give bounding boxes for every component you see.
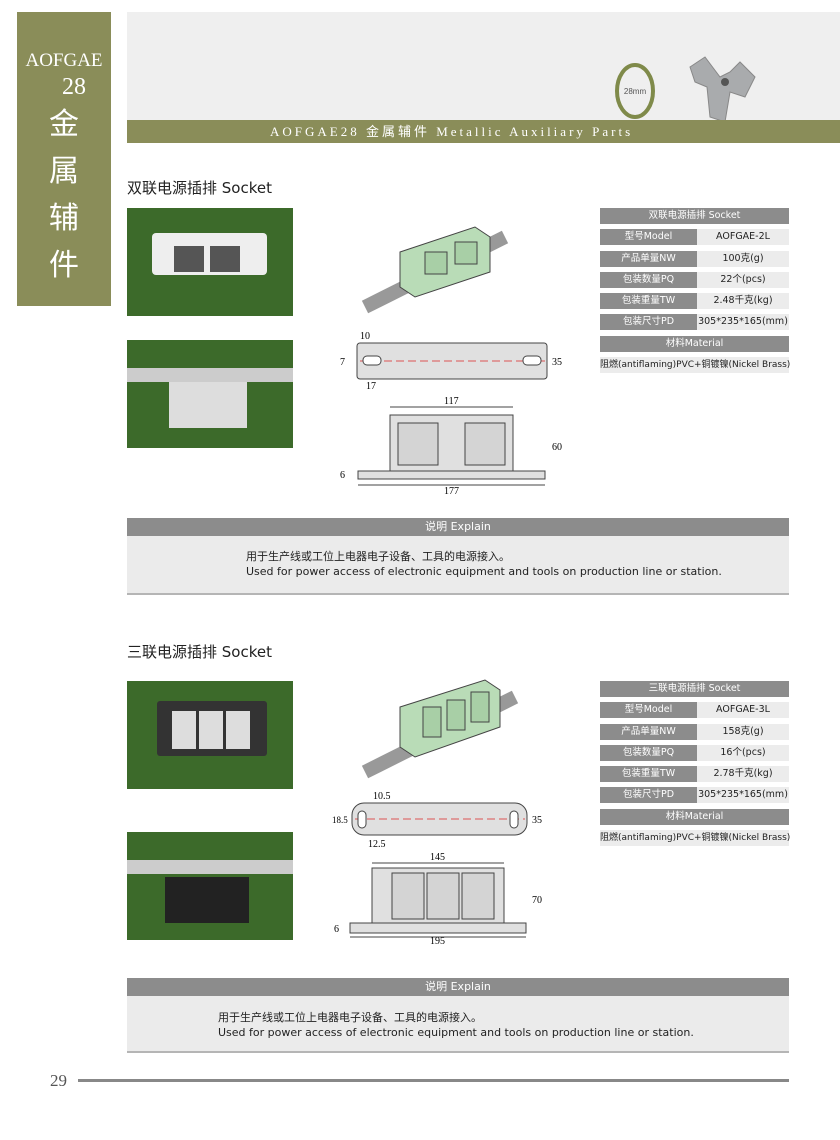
sidebar-brand: AOFGAE xyxy=(25,50,103,71)
section-title: 三联电源插排 Socket xyxy=(127,643,272,661)
spec-value: 2.78千克(kg) xyxy=(697,766,789,783)
explain-en: Used for power access of electronic equi… xyxy=(246,565,722,578)
sidebar-char: 属 xyxy=(49,155,79,188)
explain-header: 说明 Explain xyxy=(127,518,789,536)
sidebar-number: 28 xyxy=(62,74,86,100)
spec-key: 包装重量TW xyxy=(600,293,697,310)
spec-key: 包装数量PQ xyxy=(600,271,697,288)
product-photo-mounted xyxy=(127,340,293,448)
explain-body: 用于生产线或工位上电器电子设备、工具的电源接入。 Used for power … xyxy=(127,536,789,595)
dim-label: 35 xyxy=(552,357,562,368)
material-value: 阻燃(antiflaming)PVC+铜镀镍(Nickel Brass) xyxy=(600,357,790,374)
dim-label: 10.5 xyxy=(373,791,391,802)
section-title: 双联电源插排 Socket xyxy=(127,179,272,197)
header-banner: 28mm xyxy=(127,12,840,123)
spec-value: 2.48千克(kg) xyxy=(697,293,789,310)
dim-label: 35 xyxy=(532,815,542,826)
spec-key: 型号Model xyxy=(600,702,697,719)
spec-value: 305*235*165(mm) xyxy=(697,787,789,804)
explain-header: 说明 Explain xyxy=(127,978,789,996)
explain-body: 用于生产线或工位上电器电子设备、工具的电源接入。 Used for power … xyxy=(127,996,789,1053)
dim-label: 60 xyxy=(552,442,562,453)
material-header: 材料Material xyxy=(600,335,789,352)
dim-label: 10 xyxy=(360,331,370,342)
dim-label: 195 xyxy=(430,936,445,945)
dim-label: 70 xyxy=(532,895,542,906)
dim-label: 177 xyxy=(444,486,459,495)
dim-label: 145 xyxy=(430,852,445,863)
sidebar-char: 辅 xyxy=(49,202,79,235)
spec-key: 产品单量NW xyxy=(600,723,697,740)
dimension-drawing: 10.5 18.5 12.5 35 145 70 6 195 xyxy=(332,791,542,945)
spec-key: 产品单量NW xyxy=(600,250,697,267)
spec-value: 16个(pcs) xyxy=(697,744,789,761)
product-3d-drawing xyxy=(361,226,509,314)
dim-label: 117 xyxy=(444,396,459,407)
material-header: 材料Material xyxy=(600,808,789,825)
product-3d-drawing xyxy=(361,679,519,779)
footer-divider xyxy=(78,1079,789,1082)
dim-label: 7 xyxy=(340,357,345,368)
spec-key: 包装尺寸PD xyxy=(600,787,697,804)
spec-value: AOFGAE-3L xyxy=(697,702,789,719)
dim-label: 12.5 xyxy=(368,839,386,850)
product-photo xyxy=(127,208,293,316)
spec-value: 305*235*165(mm) xyxy=(697,314,789,331)
explain-cn: 用于生产线或工位上电器电子设备、工具的电源接入。 xyxy=(246,550,510,563)
sidebar-tab: AOFGAE 28 金 属 辅 件 xyxy=(17,12,111,306)
profile-28mm-icon: 28mm xyxy=(615,63,655,119)
spec-key: 包装尺寸PD xyxy=(600,314,697,331)
explain-en: Used for power access of electronic equi… xyxy=(218,1026,694,1039)
profile-label: 28mm xyxy=(624,87,647,96)
spec-value: 158克(g) xyxy=(697,723,789,740)
sidebar-char: 金 xyxy=(49,108,79,141)
spec-key: 包装重量TW xyxy=(600,766,697,783)
material-value: 阻燃(antiflaming)PVC+铜镀镍(Nickel Brass) xyxy=(600,830,790,847)
spec-key: 包装数量PQ xyxy=(600,744,697,761)
spec-value: AOFGAE-2L xyxy=(697,229,789,246)
spec-value: 100克(g) xyxy=(697,250,789,267)
spec-header: 三联电源插排 Socket xyxy=(600,681,789,697)
section-banner: AOFGAE28 金属辅件 Metallic Auxiliary Parts xyxy=(127,120,840,143)
spec-value: 22个(pcs) xyxy=(697,271,789,288)
dim-label: 6 xyxy=(334,924,339,935)
explain-cn: 用于生产线或工位上电器电子设备、工具的电源接入。 xyxy=(218,1011,482,1024)
spec-key: 型号Model xyxy=(600,229,697,246)
dimension-drawing: 10 7 17 35 117 60 6 177 xyxy=(340,331,562,495)
dim-label: 17 xyxy=(366,381,376,392)
dim-label: 18.5 xyxy=(332,815,348,825)
spec-header: 双联电源插排 Socket xyxy=(600,208,789,224)
product-photo-mounted xyxy=(127,832,293,940)
product-photo xyxy=(127,681,293,789)
connector-part-icon xyxy=(689,56,756,123)
page-number: 29 xyxy=(50,1071,67,1090)
sidebar-char: 件 xyxy=(49,249,79,282)
dim-label: 6 xyxy=(340,470,345,481)
